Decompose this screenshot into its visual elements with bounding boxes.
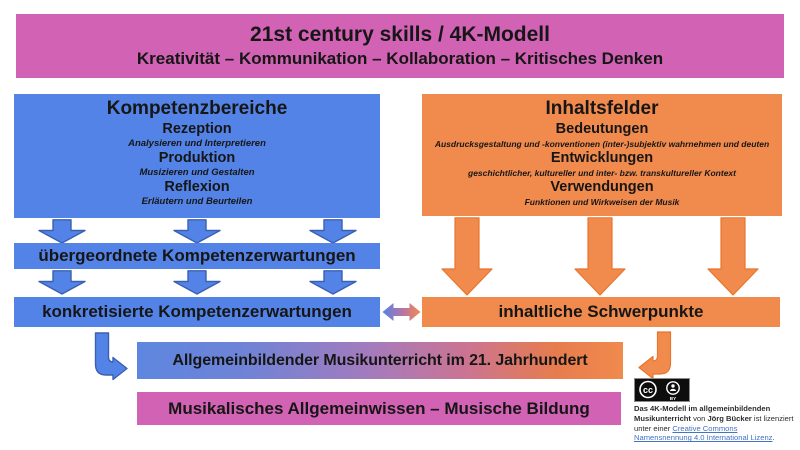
content-item-detail: Funktionen und Wirkweisen der Musik	[524, 197, 680, 207]
content-box-title: Inhaltsfelder	[545, 98, 659, 119]
bar-content-focus: inhaltliche Schwerpunkte	[422, 297, 780, 327]
bar-concretized-expectations: konkretisierte Kompetenzerwartungen	[14, 297, 380, 327]
blue-down-arrow-icon	[173, 219, 221, 244]
content-item-label: Bedeutungen	[555, 121, 649, 137]
competence-item-label: Rezeption	[162, 121, 232, 137]
blue-down-arrow-icon	[309, 219, 357, 244]
content-item-label: Entwicklungen	[550, 150, 654, 166]
competence-box: Kompetenzbereiche Rezeption Analysieren …	[14, 94, 380, 218]
blue-down-arrow-icon	[173, 270, 221, 295]
license-von: von	[690, 413, 708, 423]
competence-item-detail: Musizieren und Gestalten	[139, 167, 255, 178]
orange-elbow-arrow-icon	[638, 331, 672, 380]
banner-title: 21st century skills / 4K-Modell	[250, 23, 550, 46]
blue-down-arrow-icon	[38, 270, 86, 295]
bar-general-music-knowledge: Musikalisches Allgemeinwissen – Musische…	[137, 392, 621, 425]
license-author: Jörg Bücker	[707, 413, 752, 423]
competence-box-title: Kompetenzbereiche	[106, 98, 288, 119]
competence-item-label: Produktion	[158, 150, 236, 166]
banner: 21st century skills / 4K-Modell Kreativi…	[16, 14, 784, 78]
orange-down-arrow-icon	[441, 217, 493, 296]
license-middle: ist lizenziert unter einer	[634, 413, 794, 433]
blue-down-arrow-icon	[38, 219, 86, 244]
content-item-detail: geschichtlicher, kultureller und inter- …	[468, 168, 736, 178]
content-box: Inhaltsfelder Bedeutungen Ausdrucksgesta…	[422, 94, 782, 216]
license-text: Das 4K-Modell im allgemeinbildenden Musi…	[634, 404, 794, 443]
license-link[interactable]: Creative Commons Namensnennung 4.0 Inter…	[634, 423, 773, 443]
license-work-title: Das 4K-Modell im allgemeinbildenden Musi…	[634, 404, 771, 423]
orange-down-arrow-icon	[707, 217, 759, 296]
double-arrow-icon	[382, 303, 421, 321]
svg-text:BY: BY	[670, 396, 676, 401]
content-item-detail: Ausdrucksgestaltung und -konventionen (i…	[434, 139, 770, 149]
content-item-label: Verwendungen	[550, 179, 654, 195]
bar-superordinate-expectations: übergeordnete Kompetenzerwartungen	[14, 243, 380, 269]
competence-item-detail: Erläutern und Beurteilen	[141, 196, 253, 207]
competence-item-detail: Analysieren und Interpretieren	[128, 138, 266, 149]
cc-by-badge-icon[interactable]: cc BY	[634, 378, 690, 402]
competence-item-label: Reflexion	[164, 179, 230, 195]
license-period: .	[772, 433, 775, 443]
blue-down-arrow-icon	[309, 270, 357, 295]
banner-subtitle: Kreativität – Kommunikation – Kollaborat…	[136, 49, 664, 68]
svg-text:cc: cc	[643, 385, 653, 395]
bar-music-education-21st-century: Allgemeinbildender Musikunterricht im 21…	[137, 342, 623, 379]
orange-down-arrow-icon	[574, 217, 626, 296]
blue-elbow-arrow-icon	[94, 332, 128, 381]
